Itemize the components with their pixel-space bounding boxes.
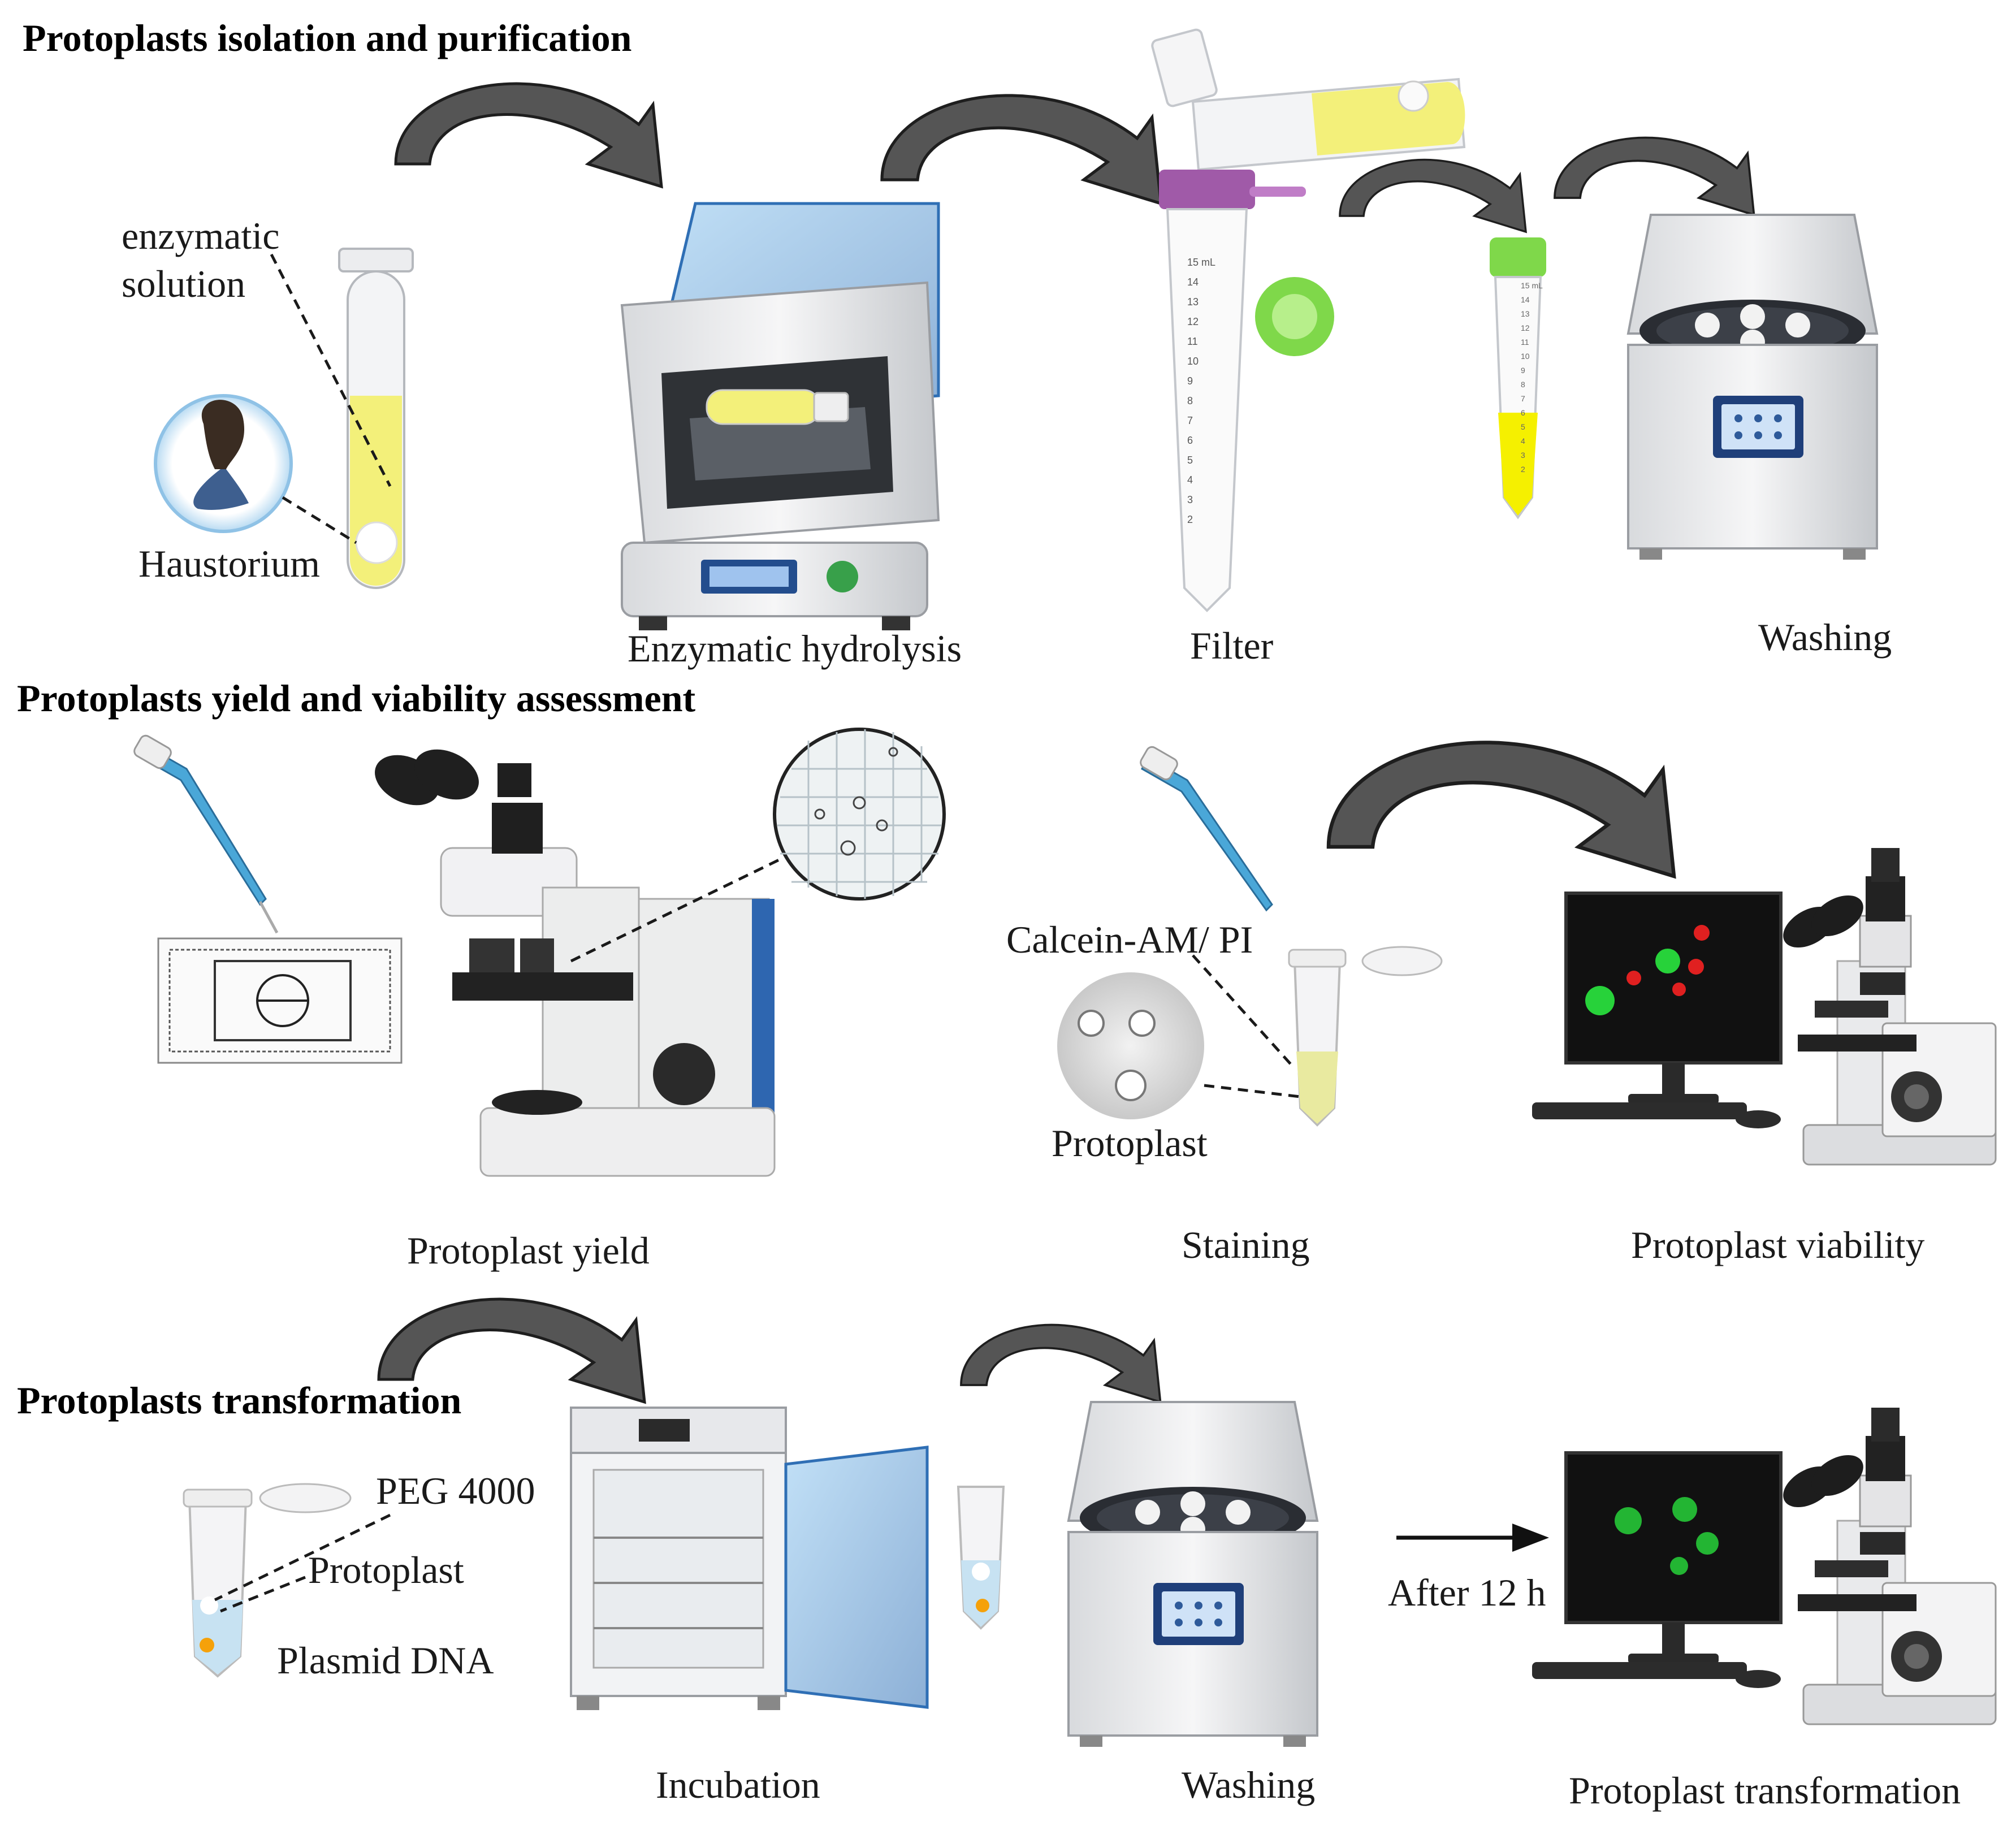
process-arrow-1 (396, 84, 661, 187)
svg-text:15 mL: 15 mL (1521, 281, 1543, 290)
process-arrow-7 (960, 1323, 1162, 1403)
label-haustorium: Haustorium (139, 542, 320, 585)
svg-text:11: 11 (1521, 337, 1529, 347)
fluorescence-microscope-icon (1532, 848, 1996, 1165)
dash-line-protoplast-tx (220, 1576, 306, 1613)
protoplast-disc (1057, 972, 1204, 1119)
label-protoplast-tx: Protoplast (308, 1548, 464, 1591)
svg-text:8: 8 (1521, 380, 1525, 389)
falcon-tube-filter-icon (1151, 28, 1466, 612)
label-solution: solution (122, 262, 245, 305)
eppendorf-tube-stain-icon (1288, 946, 1443, 1127)
pipette-icon (133, 734, 279, 934)
svg-text:4: 4 (1521, 436, 1525, 445)
label-washing-2: Washing (1182, 1763, 1315, 1806)
microscope-icon (375, 749, 776, 1177)
fluorescence-microscope-icon-2 (1532, 1408, 1996, 1724)
svg-text:3: 3 (1187, 494, 1193, 505)
label-protoplast-yield: Protoplast yield (407, 1229, 650, 1272)
label-filter: Filter (1190, 624, 1274, 667)
label-enzymatic: enzymatic (122, 214, 279, 257)
svg-text:6: 6 (1521, 408, 1525, 417)
label-plasmid: Plasmid DNA (277, 1639, 494, 1682)
incubator-icon (570, 1407, 929, 1710)
hemocytometer-icon (157, 937, 403, 1064)
label-protoplast-viability: Protoplast viability (1631, 1223, 1924, 1266)
process-arrow-3 (1339, 158, 1527, 233)
svg-text:5: 5 (1521, 422, 1525, 431)
label-peg: PEG 4000 (376, 1469, 535, 1512)
centrifuge-icon (1627, 214, 1878, 561)
process-arrow-5 (1329, 742, 1674, 876)
svg-text:11: 11 (1187, 336, 1198, 347)
svg-text:8: 8 (1187, 395, 1193, 406)
svg-text:5: 5 (1187, 455, 1193, 466)
centrifuge-icon-2 (1067, 1401, 1318, 1748)
eppendorf-tube-icon (338, 248, 414, 589)
label-incubation: Incubation (656, 1763, 820, 1806)
svg-text:14: 14 (1521, 295, 1530, 304)
svg-text:6: 6 (1187, 435, 1193, 446)
svg-text:7: 7 (1187, 415, 1193, 426)
tube-scale-small: 15 mL 14 13 12 11 10 9 8 7 6 5 4 3 2 (1521, 281, 1543, 474)
svg-text:13: 13 (1521, 309, 1530, 318)
svg-text:9: 9 (1521, 366, 1525, 375)
label-after-12h: After 12 h (1388, 1571, 1546, 1614)
dash-line-haustorium (282, 496, 357, 544)
falcon-tube-icon (1490, 237, 1546, 520)
eppendorf-tube-small-icon (957, 1486, 1005, 1630)
svg-text:2: 2 (1187, 514, 1193, 525)
label-protoplast-stain: Protoplast (1052, 1122, 1208, 1165)
svg-text:15 mL: 15 mL (1187, 257, 1215, 268)
svg-text:3: 3 (1521, 451, 1525, 460)
svg-text:13: 13 (1187, 296, 1199, 308)
process-arrow-2 (882, 96, 1161, 204)
svg-text:2: 2 (1521, 465, 1525, 474)
dash-line-calcein (1192, 954, 1296, 1070)
orbital-shaker-icon (620, 202, 940, 630)
label-washing-1: Washing (1758, 616, 1892, 659)
svg-text:10: 10 (1187, 356, 1199, 367)
svg-text:10: 10 (1521, 352, 1530, 361)
svg-text:14: 14 (1187, 276, 1199, 288)
dash-line-zoom (570, 858, 781, 963)
label-staining: Staining (1182, 1223, 1310, 1266)
straight-arrow (1396, 1524, 1549, 1552)
label-calcein: Calcein-AM/ PI (1006, 918, 1253, 961)
svg-text:12: 12 (1521, 323, 1530, 332)
dash-line-enzymatic (270, 253, 392, 487)
svg-text:12: 12 (1187, 316, 1199, 327)
section-title-transformation: Protoplasts transformation (17, 1379, 461, 1422)
tube-scale: 15 mL 14 13 12 11 10 9 8 7 6 5 4 3 2 (1187, 257, 1215, 525)
dash-line-peg (214, 1513, 391, 1602)
pipette-icon-2 (1140, 746, 1273, 912)
svg-text:4: 4 (1187, 474, 1193, 486)
process-arrow-4 (1554, 136, 1755, 216)
section-title-yield-viability: Protoplasts yield and viability assessme… (17, 677, 696, 720)
haustorium-image (154, 394, 293, 533)
section-title-isolation: Protoplasts isolation and purification (23, 16, 631, 59)
svg-text:7: 7 (1521, 394, 1525, 403)
svg-text:9: 9 (1187, 375, 1193, 387)
label-protoplast-transformation: Protoplast transformation (1569, 1769, 1961, 1812)
eppendorf-tube-transformation-icon (183, 1483, 352, 1678)
hemocytometer-zoom (773, 728, 946, 901)
dash-line-protoplast (1204, 1084, 1301, 1098)
label-enzymatic-hydrolysis: Enzymatic hydrolysis (628, 627, 962, 670)
